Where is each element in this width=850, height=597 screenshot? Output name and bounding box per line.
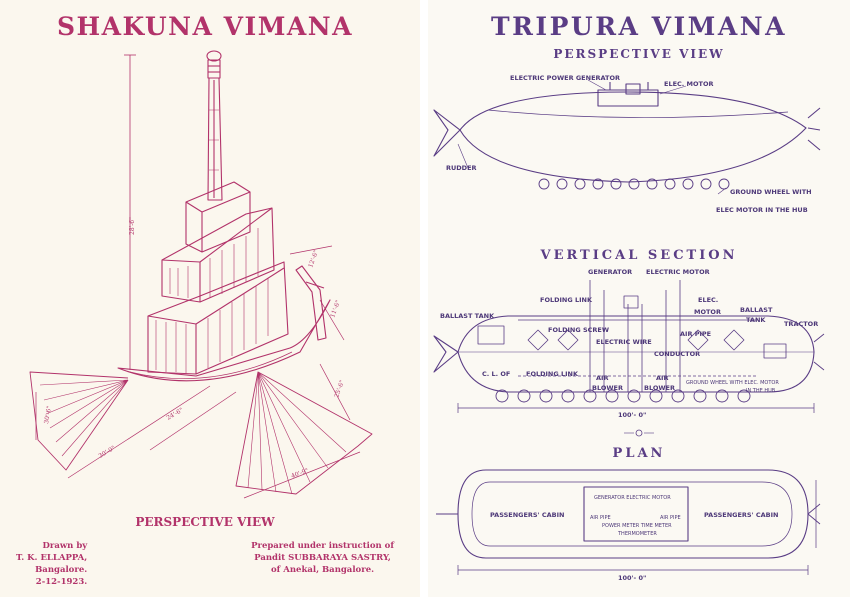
label-passengers-cabin-left: PASSENGERS' CABIN [490, 511, 565, 519]
label-plan-dimension: 100'- 0" [618, 574, 647, 582]
credit-line: Drawn by [42, 541, 88, 551]
label-power-generator: ELECTRIC POWER GENERATOR [510, 74, 621, 82]
section-hull [433, 315, 825, 393]
tripura-vimana-drawing: TRIPURA VIMANA PERSPECTIVE VIEW [428, 0, 850, 597]
svg-text:30'-0": 30'-0" [98, 445, 117, 460]
credit-line: 2-12-1923. [35, 577, 88, 587]
section-structure [477, 280, 787, 392]
dimension-texts: 30'-0" 24'-6" 12'-6" 11'-6" 25'-6" 40'-9… [43, 249, 346, 480]
label-air-pipe: AIR PIPE [680, 330, 712, 338]
label-plan-air-pipe-left: AIR PIPE [590, 515, 611, 521]
label-elec: ELEC. [698, 296, 719, 304]
credit-line: Prepared under instruction of [251, 541, 394, 551]
label-air-1: AIR [596, 374, 609, 382]
section-ground-wheels [495, 389, 751, 403]
tail-fan [235, 371, 373, 495]
tripura-drawings [433, 79, 825, 575]
label-ballast-right-2: TANK [746, 316, 766, 324]
label-motor: MOTOR [694, 308, 721, 316]
propeller [295, 265, 327, 341]
shakuna-subtitle: PERSPECTIVE VIEW [135, 515, 275, 529]
label-ballast-right-1: BALLAST [740, 306, 773, 314]
plan-outline [436, 469, 821, 575]
label-ballast-tank-left: BALLAST TANK [440, 312, 495, 320]
shakuna-vimana-drawing: SHAKUNA VIMANA 28'-6" [0, 0, 420, 597]
label-conductor: CONDUCTOR [654, 350, 701, 358]
hull [117, 299, 331, 382]
label-elec-motor-hub: ELEC MOTOR IN THE HUB [716, 206, 808, 214]
label-in-the-hub: IN THE HUB [746, 388, 776, 394]
svg-text:30'-6": 30'-6" [43, 405, 53, 424]
upper-block [185, 181, 251, 253]
svg-text:25'-6": 25'-6" [333, 379, 346, 398]
vertical-section-heading: VERTICAL SECTION [540, 248, 738, 263]
label-ground-wheel-motor: GROUND WHEEL WITH ELEC. MOTOR [686, 380, 779, 386]
middle-block [161, 207, 275, 303]
drawn-by-credit: Drawn by T. K. ELLAPPA, Bangalore. 2-12-… [16, 540, 87, 588]
label-electric-wire: ELECTRIC WIRE [596, 338, 652, 346]
svg-text:12'-6": 12'-6" [307, 249, 320, 268]
label-blower-1: BLOWER [592, 384, 624, 392]
left-wing [29, 371, 129, 471]
label-blower-2: BLOWER [644, 384, 676, 392]
credit-line: Bangalore. [35, 565, 88, 575]
svg-text:11'-6": 11'-6" [329, 299, 342, 318]
section-dimension [457, 403, 815, 413]
label-generator: GENERATOR [588, 268, 633, 276]
plan-heading: PLAN [612, 446, 666, 461]
label-passengers-cabin-right: PASSENGERS' CABIN [704, 511, 779, 519]
perspective-ground-wheels [538, 178, 730, 190]
mast [206, 50, 223, 201]
label-plan-thermometer: THERMOMETER [618, 531, 657, 537]
credit-line: of Anekal, Bangalore. [270, 565, 375, 575]
shakuna-perspective-drawing: 28'-6" [29, 50, 373, 499]
label-plan-air-pipe-right: AIR PIPE [660, 515, 681, 521]
perspective-hull [433, 82, 821, 183]
label-rudder: RUDDER [446, 164, 477, 172]
label-folding-link: FOLDING LINK [540, 296, 592, 304]
credit-line: T. K. ELLAPPA, [16, 553, 88, 563]
label-folding-screw: FOLDING SCREW [548, 326, 610, 334]
label-ground-wheel: GROUND WHEEL WITH [730, 188, 812, 196]
label-tractor: TRACTOR [784, 320, 819, 328]
section-divider [624, 429, 654, 437]
label-elec-motor: ELEC. MOTOR [664, 80, 714, 88]
label-cl-of: C. L. OF [482, 370, 511, 378]
label-plan-power-meter: POWER METER TIME METER [602, 523, 672, 529]
perspective-leaders [457, 79, 727, 195]
label-section-dimension: 100'- 0" [618, 411, 647, 419]
tripura-title: TRIPURA VIMANA [491, 12, 787, 41]
perspective-heading: PERSPECTIVE VIEW [553, 47, 725, 61]
label-plan-generator-motor: GENERATOR ELECTRIC MOTOR [594, 495, 671, 501]
prepared-by-credit: Prepared under instruction of Pandit SUB… [251, 540, 394, 576]
dimension-lines [35, 245, 361, 499]
lower-block [147, 261, 289, 375]
credit-line: Pandit SUBBARAYA SASTRY, [254, 553, 391, 563]
height-dimension-line: 28'-6" [124, 54, 136, 370]
sheet-gap [420, 0, 428, 597]
label-electric-motor: ELECTRIC MOTOR [646, 268, 710, 276]
shakuna-title: SHAKUNA VIMANA [56, 12, 354, 41]
label-air-2: AIR [656, 374, 669, 382]
svg-text:40'-9": 40'-9" [290, 467, 309, 480]
svg-text:28'-6": 28'-6" [129, 217, 136, 235]
label-folding-link-2: FOLDING LINK [526, 370, 578, 378]
